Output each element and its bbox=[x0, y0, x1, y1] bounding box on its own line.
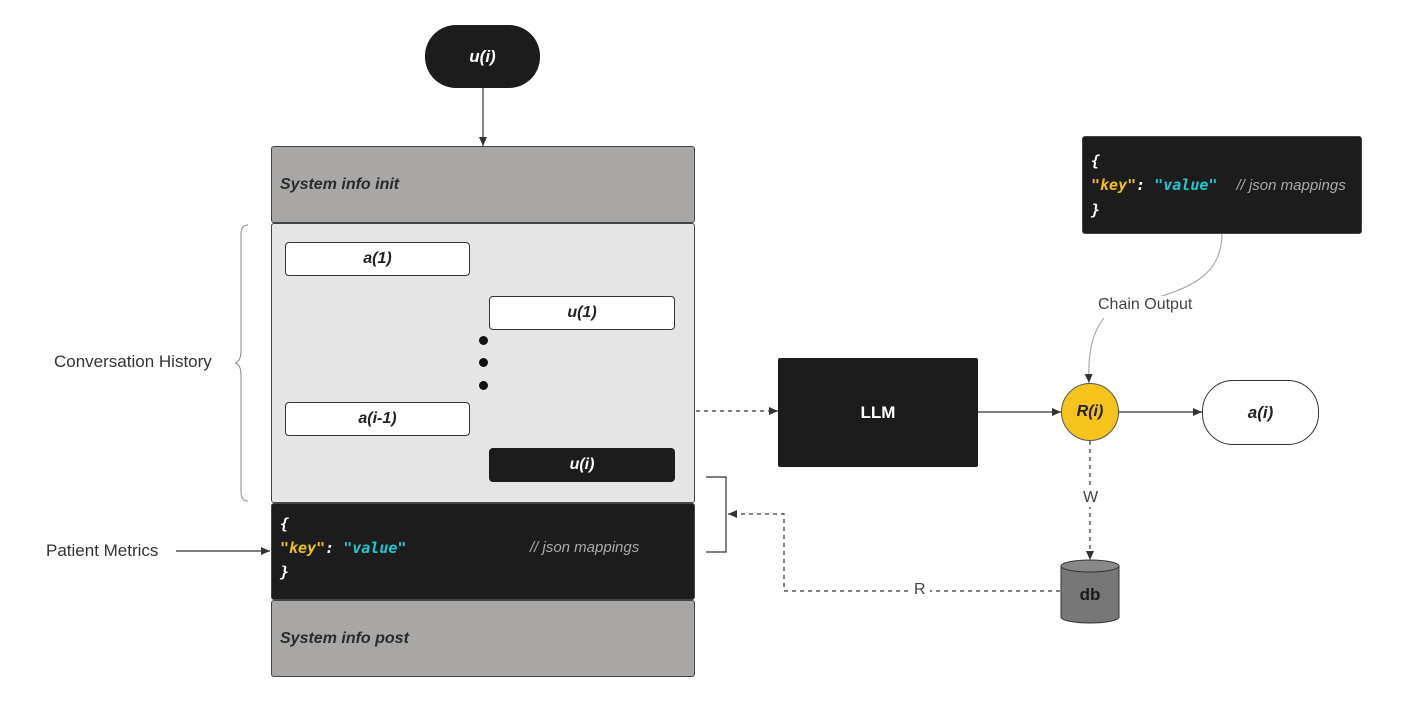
patient-metrics-json: { "key": "value" // json mappings } bbox=[271, 503, 695, 600]
history-message-u-current: u(i) bbox=[489, 448, 675, 482]
system-info-post: System info post bbox=[271, 600, 695, 677]
chain-output-json: { "key": "value" // json mappings } bbox=[1082, 136, 1362, 234]
ellipsis-dot bbox=[479, 336, 488, 345]
conversation-history-label: Conversation History bbox=[54, 352, 212, 371]
json-comment: // json mappings bbox=[1236, 177, 1346, 194]
read-edge-label: R bbox=[910, 581, 930, 599]
history-message-a-prev: a(i-1) bbox=[285, 402, 470, 436]
json-comment: // json mappings bbox=[530, 539, 640, 556]
json-key: "key" bbox=[1091, 176, 1137, 194]
json-separator: : bbox=[1136, 176, 1155, 194]
json-close-brace: } bbox=[1091, 201, 1101, 219]
edge-db-to-history bbox=[728, 510, 1060, 592]
json-open-brace: { bbox=[280, 515, 290, 533]
output-node: a(i) bbox=[1202, 380, 1319, 445]
json-close-brace: } bbox=[280, 563, 290, 581]
db-label: db bbox=[1079, 585, 1101, 604]
ellipsis-dot bbox=[479, 358, 488, 367]
chain-output-label: Chain Output bbox=[1094, 296, 1197, 314]
ellipsis-dot bbox=[479, 381, 488, 390]
history-message-a1: a(1) bbox=[285, 242, 470, 276]
patient-metrics-label: Patient Metrics bbox=[46, 541, 159, 560]
input-node: u(i) bbox=[425, 25, 540, 88]
conversation-history-brace bbox=[234, 224, 249, 502]
json-key: "key" bbox=[280, 539, 326, 557]
json-open-brace: { bbox=[1091, 152, 1101, 170]
db-cylinder bbox=[1060, 559, 1120, 624]
system-info-init: System info init bbox=[271, 146, 695, 223]
llm-node: LLM bbox=[778, 358, 978, 467]
json-value: "value" bbox=[1154, 176, 1218, 194]
db-bracket bbox=[706, 476, 727, 553]
json-separator: : bbox=[325, 539, 344, 557]
router-node: R(i) bbox=[1061, 383, 1119, 441]
json-value: "value" bbox=[343, 539, 407, 557]
write-edge-label: W bbox=[1079, 489, 1103, 507]
history-message-u1: u(1) bbox=[489, 296, 675, 330]
